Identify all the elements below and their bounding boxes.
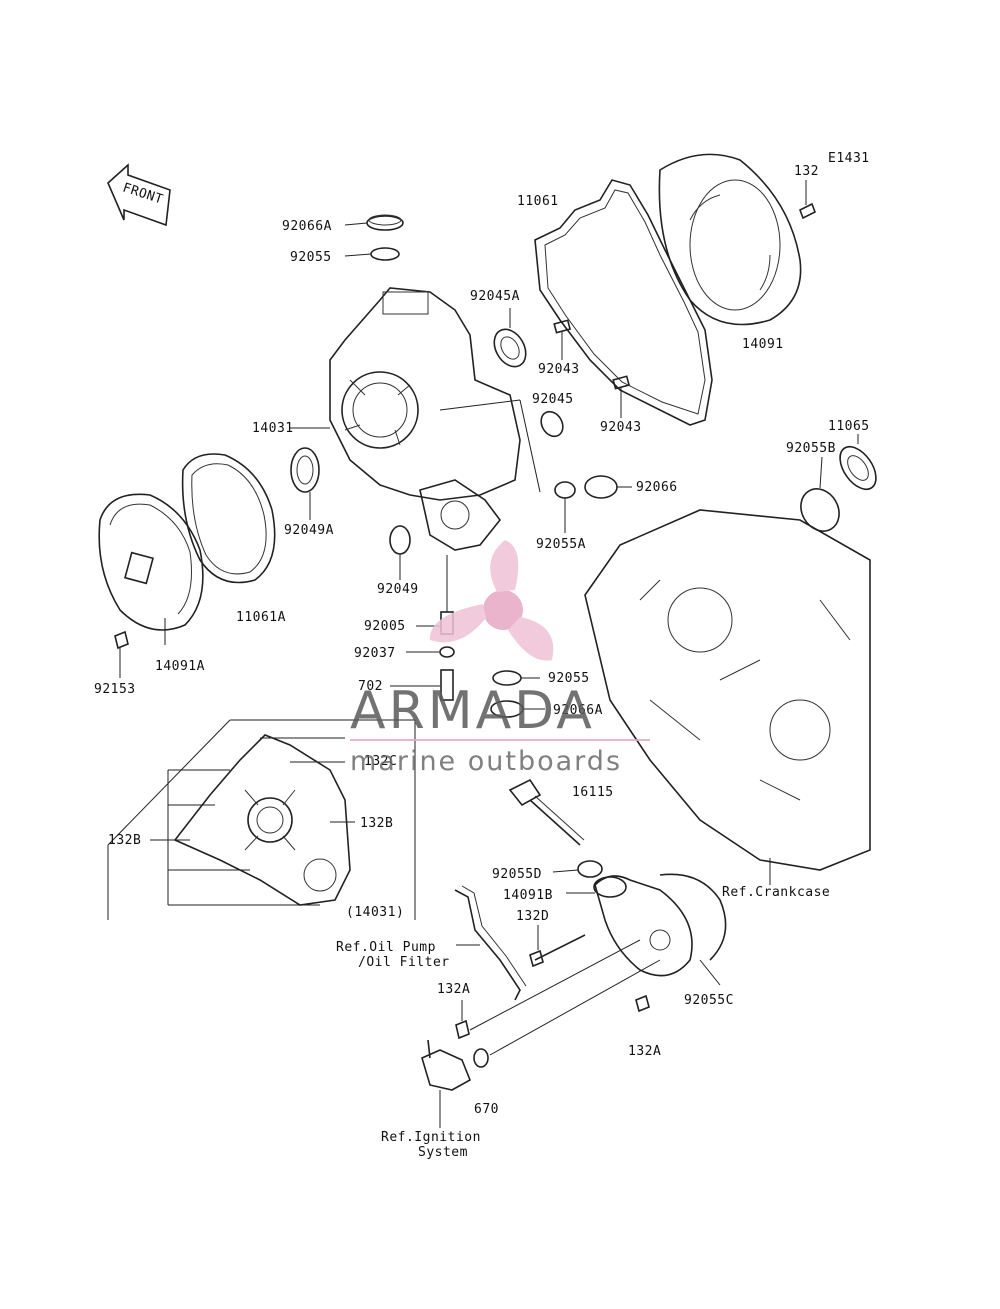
label-92066A-mid: 92066A (553, 703, 603, 718)
label-92066: 92066 (636, 480, 678, 495)
oil-seal-92049A (290, 447, 320, 520)
bolt-132A-right (635, 994, 650, 1013)
sensor-670 (421, 1039, 489, 1128)
washer-92037 (406, 646, 455, 658)
label-11061A: 11061A (236, 610, 286, 625)
o-ring-92055-top (344, 247, 400, 261)
dowel-pin-92043-a (553, 319, 572, 360)
oil-seal-92045 (439, 399, 564, 493)
bolt-92153 (114, 630, 129, 678)
label-92055B: 92055B (786, 441, 836, 456)
label-92066A-top: 92066A (282, 219, 332, 234)
o-ring-92055C (659, 873, 727, 986)
cap-92066 (584, 475, 632, 499)
label-92049A: 92049A (284, 523, 334, 538)
label-92049: 92049 (377, 582, 419, 597)
label-92055A: 92055A (536, 537, 586, 552)
watermark-brand: ARMADA (350, 681, 595, 741)
crankcase-outline (584, 509, 871, 885)
diagram-code: E1431 (828, 151, 870, 166)
label-132A-left: 132A (437, 982, 470, 997)
ref-ignition-label-1: Ref.Ignition (381, 1130, 481, 1145)
bolt-132A-left (455, 1000, 470, 1040)
label-132B-right: 132B (360, 816, 393, 831)
label-132D: 132D (516, 909, 549, 924)
label-92153: 92153 (94, 682, 136, 697)
label-92055-mid: 92055 (548, 671, 590, 686)
o-ring-92055B (800, 456, 840, 532)
oil-seal-92045A (493, 308, 527, 368)
label-92043-a: 92043 (538, 362, 580, 377)
propeller-icon (429, 540, 554, 661)
label-92055-top: 92055 (290, 250, 332, 265)
label-14031-ref: (14031) (346, 905, 404, 920)
watermark-logo: ARMADA marine outboards (350, 540, 650, 777)
oil-pipe (454, 885, 527, 1001)
cover-rear-subview (107, 719, 416, 920)
label-702: 702 (358, 679, 383, 694)
dowel-pin-92043-b (612, 375, 631, 418)
label-92037: 92037 (354, 646, 396, 661)
oil-seal-92049 (389, 525, 411, 580)
label-14031: 14031 (252, 421, 294, 436)
cap-92066A-mid (490, 700, 545, 718)
pin-702 (390, 669, 454, 701)
ref-oil-pump-label-1: Ref.Oil Pump (336, 940, 436, 955)
filter-cover-14091B (566, 875, 693, 977)
leader-dash-a (469, 939, 641, 1031)
label-14091B: 14091B (503, 888, 553, 903)
leader-dash-b (489, 959, 661, 1056)
cover-14091A (98, 493, 204, 645)
label-14091: 14091 (742, 337, 784, 352)
label-92055D: 92055D (492, 867, 542, 882)
label-92005: 92005 (364, 619, 406, 634)
label-92043-b: 92043 (600, 420, 642, 435)
plate-14091 (658, 153, 802, 326)
front-direction-arrow: FRONT (107, 163, 171, 227)
label-670: 670 (474, 1102, 499, 1117)
gasket-11061A (181, 453, 276, 584)
bolt-132 (798, 180, 817, 220)
o-ring-92055A (554, 481, 576, 533)
label-14091A: 14091A (155, 659, 205, 674)
label-92045A: 92045A (470, 289, 520, 304)
label-132B-left: 132B (108, 833, 141, 848)
front-arrow-label: FRONT (121, 181, 165, 208)
watermark-tagline: marine outboards (350, 746, 622, 777)
label-11061: 11061 (517, 194, 559, 209)
label-132C: 132C (364, 754, 397, 769)
o-ring-92055D (552, 860, 603, 878)
ref-ignition-label-2: System (418, 1145, 468, 1160)
dipstick-16115 (508, 778, 585, 846)
bolt-132D (529, 925, 586, 968)
label-11065: 11065 (828, 419, 870, 434)
engine-cover-14031 (290, 287, 521, 551)
label-92055C: 92055C (684, 993, 734, 1008)
gasket-11061 (534, 179, 713, 426)
o-ring-92055-mid (492, 670, 540, 686)
cover-11065 (839, 434, 877, 491)
cap-92066A-top (344, 214, 404, 231)
ref-crankcase-label: Ref.Crankcase (722, 885, 830, 900)
label-92045: 92045 (532, 392, 574, 407)
label-16115: 16115 (572, 785, 614, 800)
ref-oil-pump-label-2: /Oil Filter (358, 955, 450, 970)
label-132A-right: 132A (628, 1044, 661, 1059)
label-132: 132 (794, 164, 819, 179)
